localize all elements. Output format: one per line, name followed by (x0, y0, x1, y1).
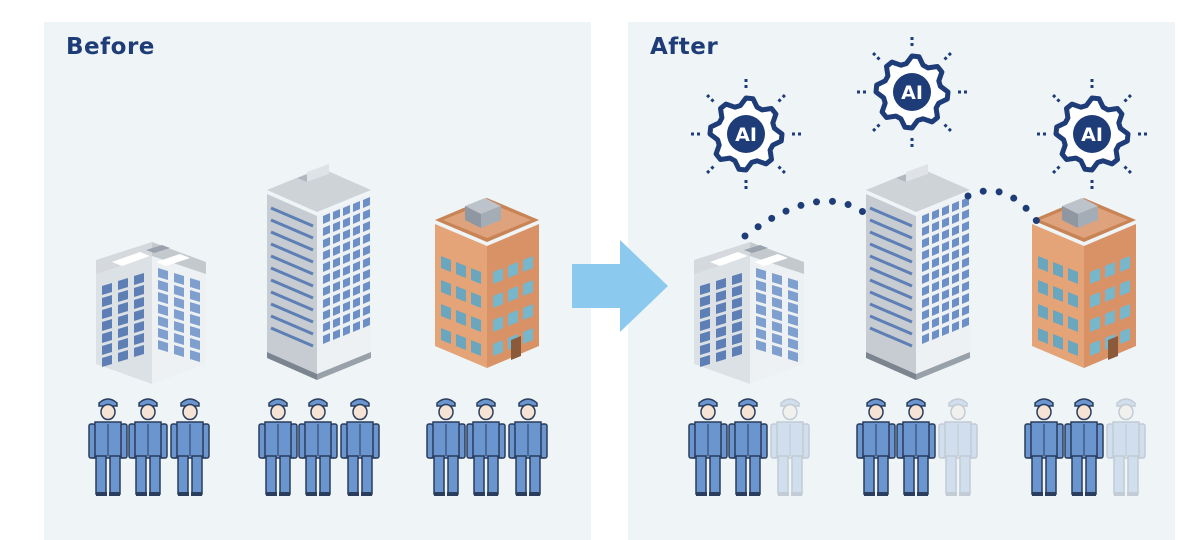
before-worker (508, 398, 548, 496)
before-worker (466, 398, 506, 496)
after-worker-removed (1106, 398, 1146, 496)
before-worker (88, 398, 128, 496)
before-worker (426, 398, 466, 496)
ai-gear-icon: AI (1034, 76, 1150, 192)
after-title: After (650, 34, 719, 60)
after-worker (856, 398, 896, 496)
ai-label: AI (901, 82, 923, 104)
ai-gear-icon: AI (688, 76, 804, 192)
after-worker (1024, 398, 1064, 496)
before-title: Before (66, 34, 155, 60)
ai-label: AI (1081, 124, 1103, 146)
transition-arrow-icon (572, 240, 668, 332)
before-high-rise-building (267, 164, 371, 380)
before-worker (298, 398, 338, 496)
ai-gear-icon: AI (854, 34, 970, 150)
before-low-rise-building (96, 242, 206, 384)
after-worker (1064, 398, 1104, 496)
after-worker (688, 398, 728, 496)
after-worker (728, 398, 768, 496)
after-worker-removed (770, 398, 810, 496)
after-brick-building (1032, 198, 1136, 368)
before-worker (128, 398, 168, 496)
before-worker (170, 398, 210, 496)
network-connection-dots (741, 187, 1048, 240)
after-worker (896, 398, 936, 496)
before-worker (340, 398, 380, 496)
after-high-rise-building (866, 164, 970, 380)
after-low-rise-building (694, 242, 804, 384)
before-brick-building (435, 198, 539, 368)
before-worker (258, 398, 298, 496)
ai-label: AI (735, 124, 757, 146)
after-worker-removed (938, 398, 978, 496)
